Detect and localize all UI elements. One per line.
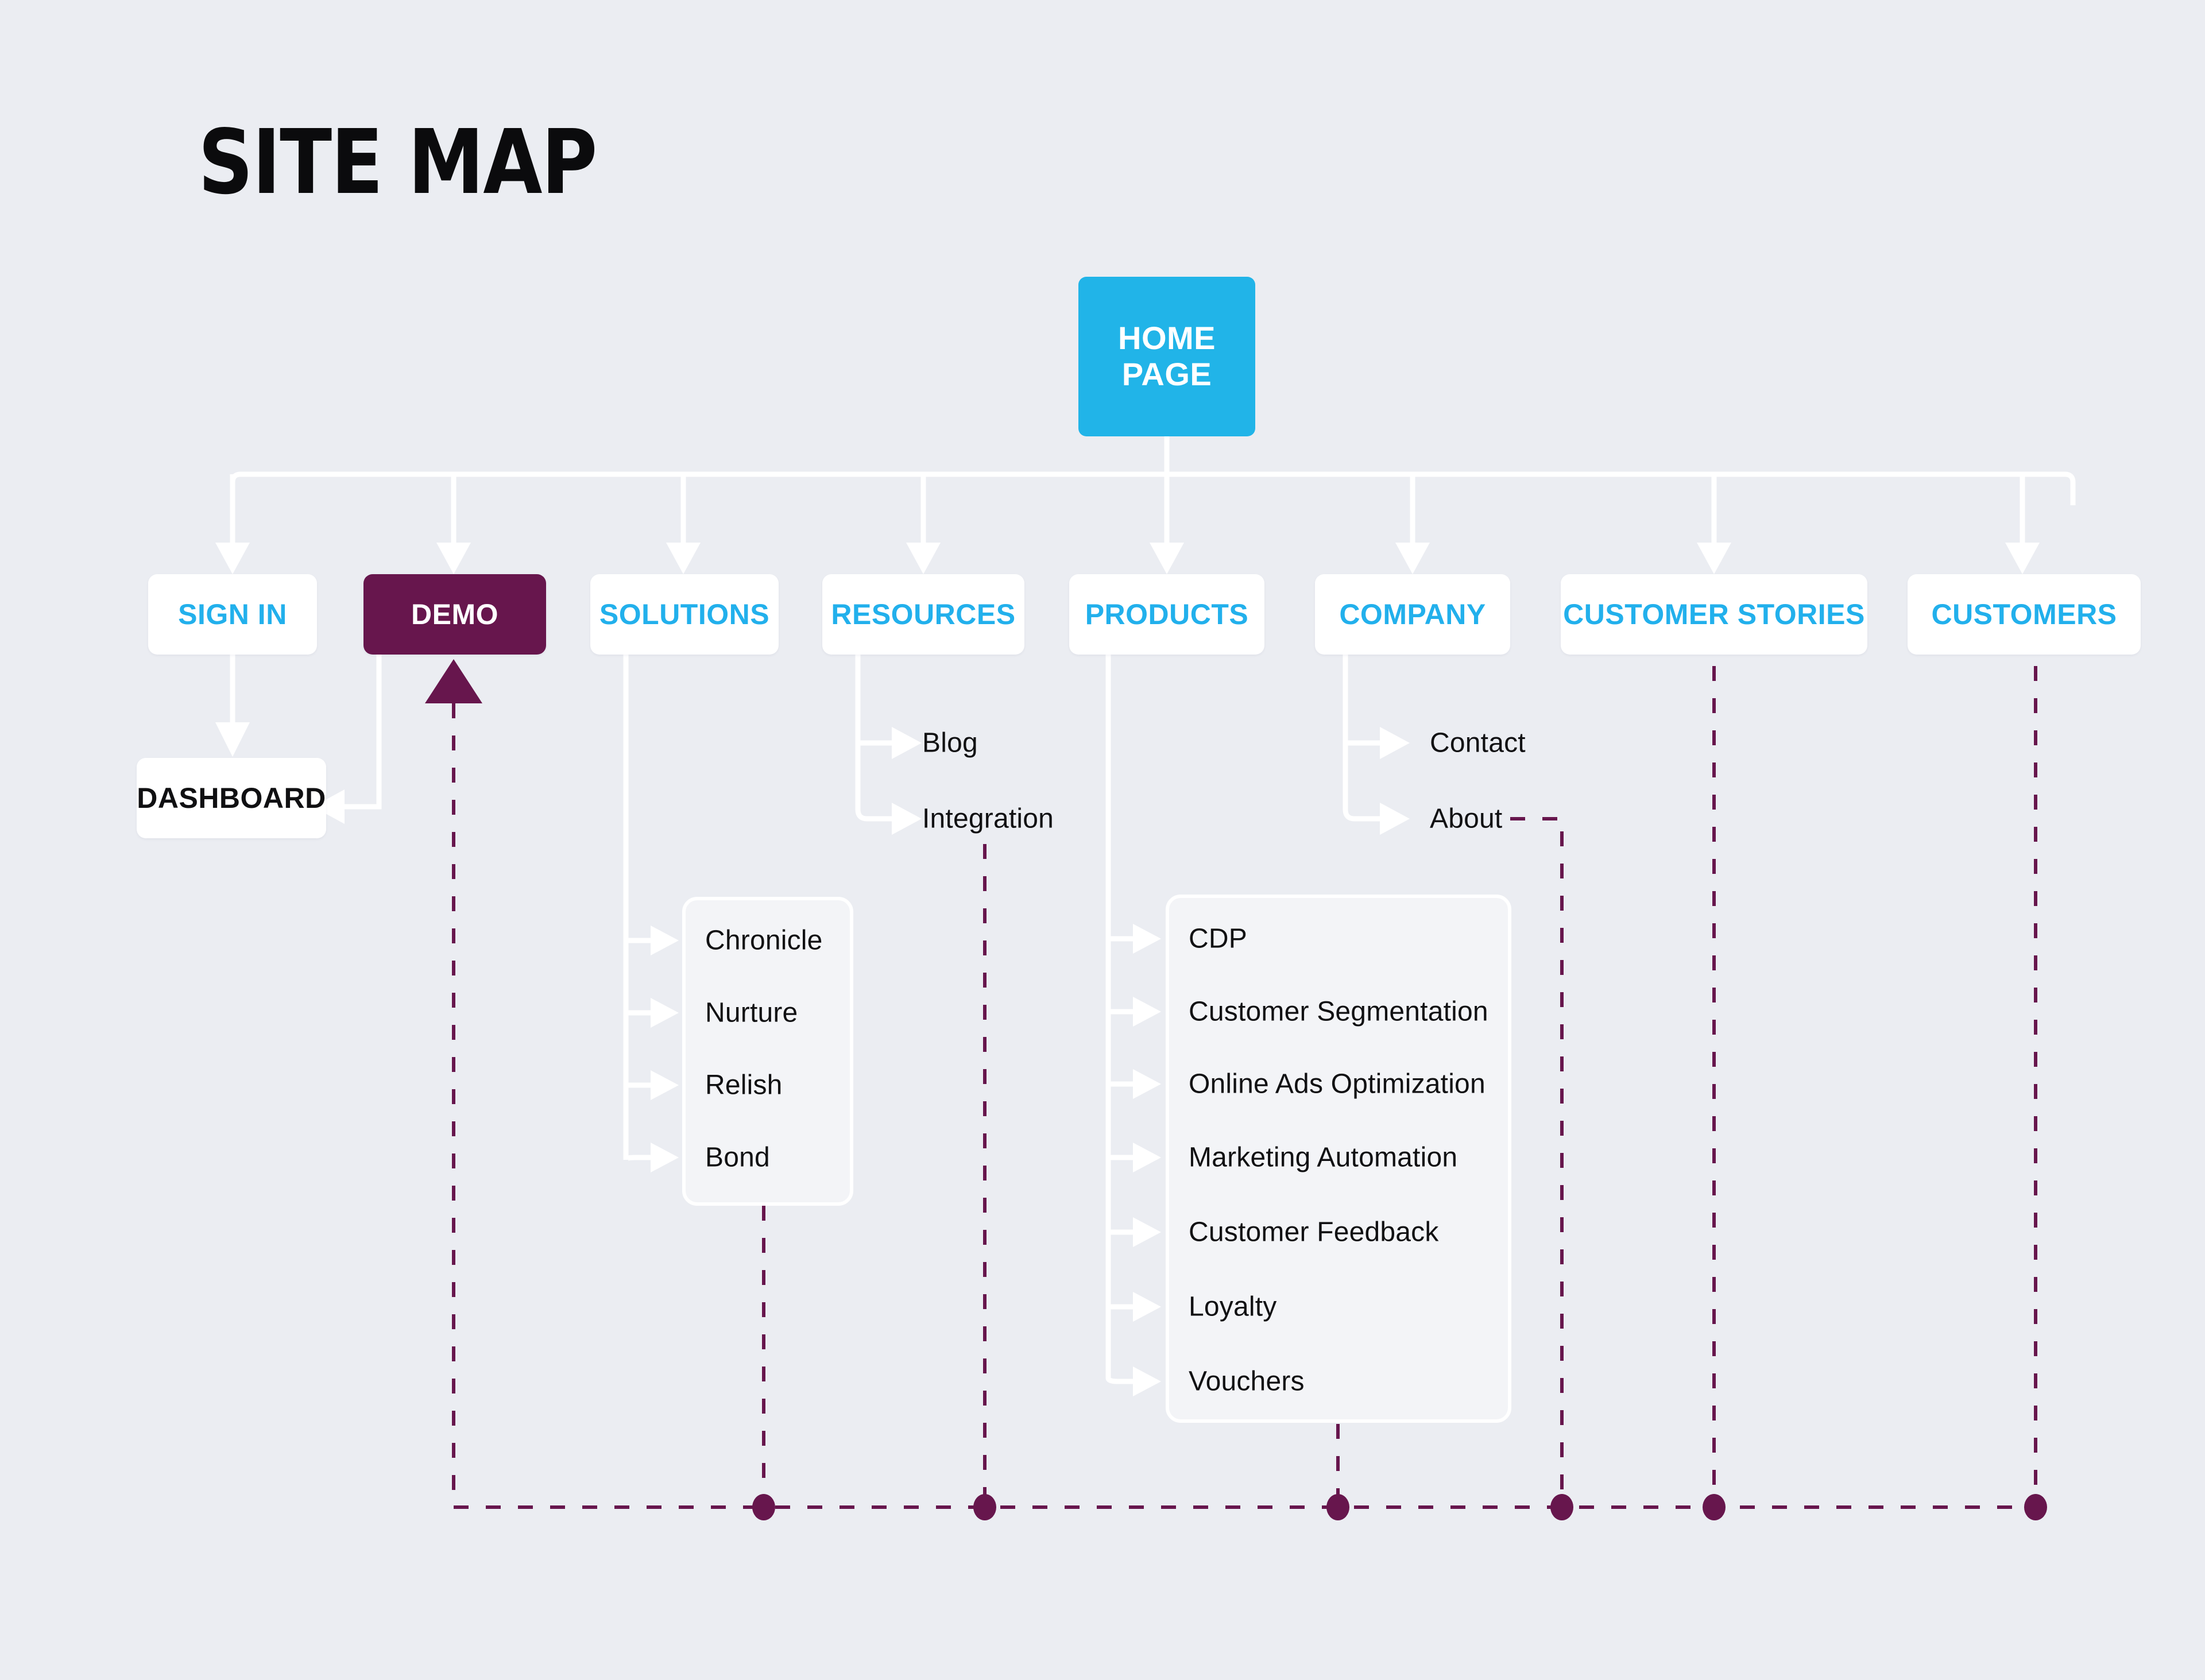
home-page-label-line1: HOME <box>1118 320 1216 357</box>
leaf-customer-feedback[interactable]: Customer Feedback <box>1189 1217 1439 1248</box>
wire-products-b7 <box>1105 1377 1137 1384</box>
node-dashboard[interactable]: DASHBOARD <box>137 758 326 838</box>
arrowhead-about <box>1380 803 1410 835</box>
panel-solutions-children <box>682 897 853 1206</box>
wire-demo-to-dashboard <box>345 655 382 810</box>
leaf-vouchers[interactable]: Vouchers <box>1189 1366 1305 1397</box>
leaf-nurture[interactable]: Nurture <box>705 997 798 1028</box>
node-solutions-label: SOLUTIONS <box>599 598 770 630</box>
flow-dot-solutions <box>752 1494 775 1520</box>
wire-company-about-branch <box>1343 809 1384 822</box>
leaf-contact[interactable]: Contact <box>1430 727 1526 758</box>
leaf-marketing-automation[interactable]: Marketing Automation <box>1189 1142 1458 1173</box>
node-company[interactable]: COMPANY <box>1315 574 1510 655</box>
flow-junction-dots <box>752 1494 2047 1520</box>
flow-dashed-network <box>452 666 2037 1509</box>
node-products-label: PRODUCTS <box>1085 598 1249 630</box>
leaf-loyalty[interactable]: Loyalty <box>1189 1291 1277 1322</box>
leaf-about[interactable]: About <box>1430 803 1503 834</box>
flow-dot-customers <box>2024 1494 2047 1520</box>
home-page-label-line2: PAGE <box>1121 356 1212 392</box>
arrowhead-dashboard-right <box>313 789 345 824</box>
node-resources-label: RESOURCES <box>831 598 1016 630</box>
wire-drop-arrowheads <box>215 543 2040 574</box>
leaf-bond[interactable]: Bond <box>705 1142 770 1173</box>
wire-solutions-b4 <box>623 1155 655 1162</box>
arrowhead-blog <box>892 727 922 759</box>
node-customer-stories[interactable]: CUSTOMER STORIES <box>1561 574 1867 655</box>
node-customers-label: CUSTOMERS <box>1931 598 2117 630</box>
arrowheads-products <box>1133 924 1161 1396</box>
leaf-online-ads-optimization[interactable]: Online Ads Optimization <box>1189 1069 1486 1100</box>
node-company-label: COMPANY <box>1339 598 1486 630</box>
flow-dot-resources <box>973 1494 996 1520</box>
leaf-customer-segmentation[interactable]: Customer Segmentation <box>1189 996 1488 1027</box>
node-resources[interactable]: RESOURCES <box>822 574 1024 655</box>
leaf-chronicle[interactable]: Chronicle <box>705 925 823 956</box>
arrowhead-contact <box>1380 727 1410 759</box>
leaf-integration[interactable]: Integration <box>922 803 1054 834</box>
flow-dot-customer-stories <box>1703 1494 1726 1520</box>
wire-resources-integration-branch <box>855 809 896 822</box>
node-demo-label: DEMO <box>411 598 498 630</box>
node-customer-stories-label: CUSTOMER STORIES <box>1563 598 1865 630</box>
flow-dot-products <box>1326 1494 1349 1520</box>
panel-products-children <box>1166 895 1511 1423</box>
flow-dot-about <box>1550 1494 1573 1520</box>
page-title: SITE MAP <box>198 110 597 214</box>
node-demo[interactable]: DEMO <box>363 574 546 655</box>
leaf-cdp[interactable]: CDP <box>1189 923 1247 954</box>
node-home-page[interactable]: HOME PAGE <box>1078 277 1255 436</box>
flow-arrow-into-demo <box>425 659 482 703</box>
node-dashboard-label: DASHBOARD <box>137 782 326 814</box>
arrowhead-dashboard-top <box>215 722 250 757</box>
leaf-relish[interactable]: Relish <box>705 1070 783 1101</box>
node-sign-in[interactable]: SIGN IN <box>148 574 317 655</box>
arrowheads-solutions <box>651 926 679 1172</box>
node-customers[interactable]: CUSTOMERS <box>1908 574 2141 655</box>
arrowhead-integration <box>892 803 922 835</box>
node-solutions[interactable]: SOLUTIONS <box>590 574 779 655</box>
node-products[interactable]: PRODUCTS <box>1069 574 1264 655</box>
node-sign-in-label: SIGN IN <box>178 598 287 630</box>
leaf-blog[interactable]: Blog <box>922 727 978 758</box>
